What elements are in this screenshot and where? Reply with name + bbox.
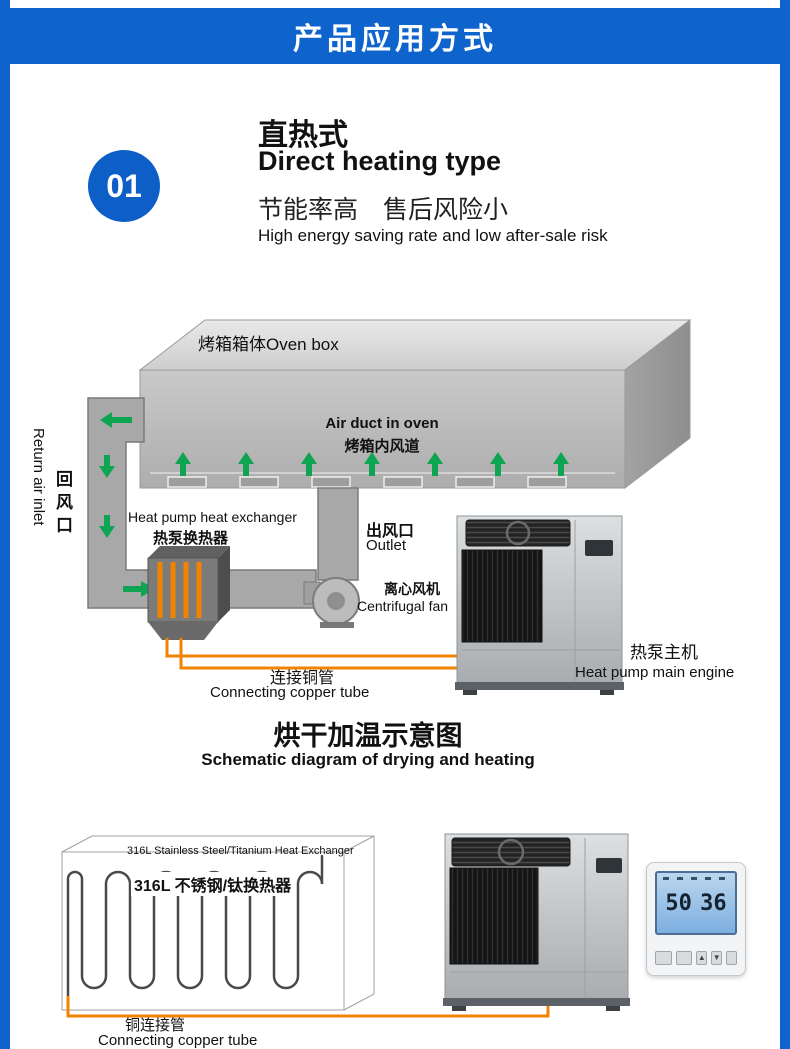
- section-title-en: Direct heating type: [258, 146, 502, 176]
- outlet-duct: [317, 487, 359, 581]
- fan-label-cn: 离心风机: [384, 581, 440, 597]
- schematic-caption-cn: 烘干加温示意图: [273, 721, 463, 751]
- down-arrow-icon: [99, 455, 115, 478]
- titanium-coil: [66, 854, 324, 1002]
- coil-exchanger-label-en: 316L Stainless Steel/Titanium Heat Excha…: [127, 845, 354, 857]
- copper-tube2-label-en: Connecting copper tube: [98, 1032, 258, 1049]
- fan-label-en: Centrifugal fan: [357, 598, 449, 614]
- oven-vent-openings: [167, 476, 567, 488]
- controller-temp-right: 36: [700, 890, 727, 916]
- copper-tube-2: [66, 996, 550, 1018]
- copper-tube-label-en: Connecting copper tube: [210, 684, 370, 701]
- controller-temp-left: 50: [665, 890, 692, 916]
- right-arrow-icon: [123, 581, 155, 597]
- heat-pump-label-en: Heat pump main engine: [575, 664, 735, 681]
- coil-exchanger-label-cn: 316L 不锈钢/钛换热器: [131, 872, 295, 896]
- up-arrow-icon: [364, 452, 380, 476]
- heat-exchanger-label-cn: 热泵换热器: [153, 530, 229, 547]
- return-air-label-cn: 回风口: [53, 470, 72, 539]
- air-duct-up-arrows: [175, 452, 569, 476]
- air-duct-label-cn: 烤箱内风道: [344, 438, 420, 455]
- page-title: 产品应用方式: [293, 23, 497, 56]
- temperature-controller: 50 36 ▲ ▼: [646, 862, 746, 976]
- controller-button-power: [726, 951, 737, 965]
- left-border-bar: [0, 0, 10, 1049]
- section-badge: 01: [88, 150, 160, 222]
- controller-button-down: ▼: [711, 951, 723, 965]
- controller-button-mode: [675, 951, 693, 965]
- centrifugal-fan: [303, 577, 360, 628]
- schematic-caption-en: Schematic diagram of drying and heating: [201, 750, 535, 769]
- section-feature-cn: 节能率高 售后风险小: [258, 196, 509, 224]
- heat-pump-unit-1: [455, 515, 624, 695]
- heat-pump-unit-2: [443, 833, 630, 1011]
- down-arrow-icon: [99, 515, 115, 538]
- controller-screen: 50 36: [655, 871, 737, 935]
- heat-pump-label-cn: 热泵主机: [630, 643, 698, 662]
- oven-box: [138, 318, 692, 490]
- heat-exchanger: [147, 546, 230, 640]
- outlet-label-en: Outlet: [366, 537, 407, 554]
- right-border-bar: [780, 0, 790, 1049]
- coil-box-wireframe: [61, 835, 375, 1011]
- controller-button-timer: [655, 951, 672, 965]
- section-badge-number: 01: [106, 167, 142, 204]
- copper-tube-label-cn: 连接铜管: [270, 670, 335, 687]
- up-arrow-icon: [553, 452, 569, 476]
- outlet-label-cn: 出风口: [366, 523, 415, 540]
- page-header: 产品应用方式: [10, 8, 780, 64]
- controller-button-up: ▲: [696, 951, 708, 965]
- up-arrow-icon: [238, 452, 254, 476]
- up-arrow-icon: [175, 452, 191, 476]
- air-duct-label-en: Air duct in oven: [325, 415, 439, 432]
- heat-exchanger-label-en: Heat pump heat exchanger: [128, 509, 297, 525]
- up-arrow-icon: [427, 452, 443, 476]
- up-arrow-icon: [301, 452, 317, 476]
- exchanger-copper-fins: [157, 562, 202, 618]
- controller-buttons: ▲ ▼: [655, 951, 737, 965]
- return-air-label-en: Return air inlet: [30, 428, 47, 526]
- up-arrow-icon: [490, 452, 506, 476]
- left-arrow-icon: [100, 412, 132, 428]
- copper-tube2-label-cn: 铜连接管: [125, 1017, 186, 1034]
- oven-box-label: 烤箱箱体Oven box: [198, 335, 339, 354]
- section-title-cn: 直热式: [258, 119, 348, 152]
- section-feature-en: High energy saving rate and low after-sa…: [258, 226, 608, 245]
